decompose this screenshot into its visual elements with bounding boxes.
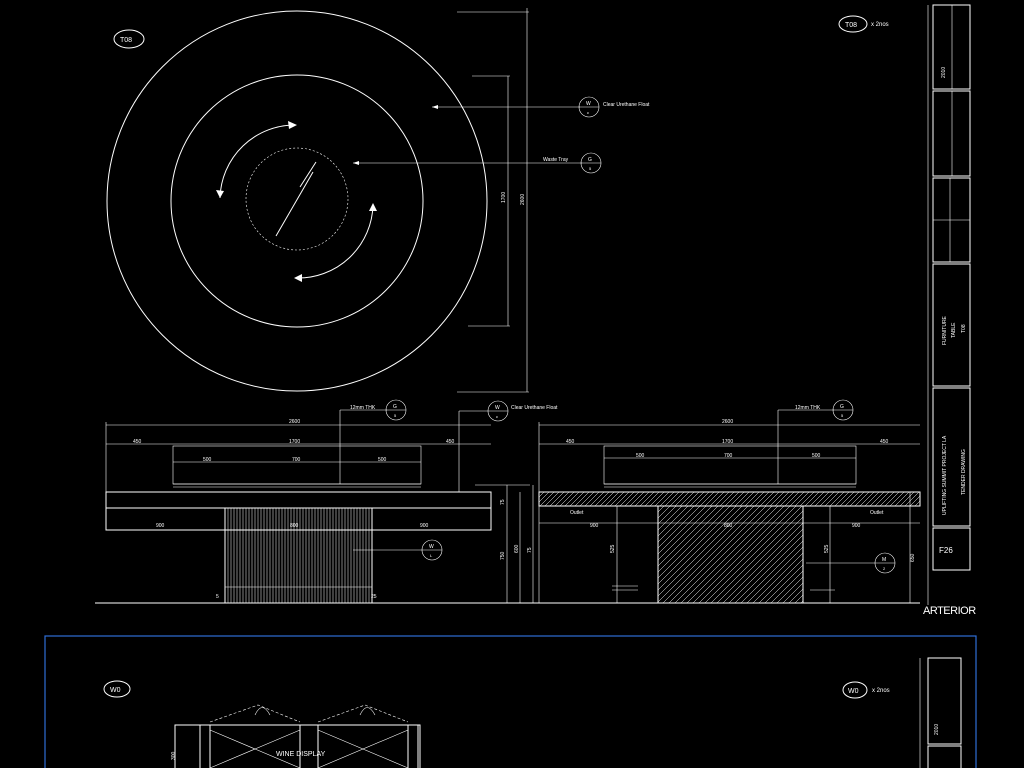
elev2-h2: 525 [824,544,830,553]
title-block: 2010 FURNITURE TABLE T08 UPLIFTING SUMMI… [923,4,977,617]
elev1-clear-label: Clear Urethane Float [511,405,558,411]
elev2-glass-sub: 5 [841,413,844,418]
elev1-h3: 75 [527,547,533,553]
elev2-sub-right: 500 [812,453,821,459]
tb-rev: 2010 [941,67,947,78]
tb-cell-2: T08 [961,324,967,333]
plan-susan-label: Waste Tray [543,157,569,163]
elev2-base-right: 900 [852,523,861,529]
elev1-base-left: 900 [156,523,165,529]
tag-right: T08 [845,22,857,29]
elev1-mid: 1700 [289,439,300,445]
elevation-front: 2600 450 1700 450 500 700 500 900 800 90… [95,399,920,604]
elev2-glass-tag: G [840,404,844,410]
elev1-leg-note: 5 [216,594,219,600]
elev1-clear-sub: c [496,414,498,419]
elev2-base-tag: M [882,557,886,563]
elev1-base-right: 900 [420,523,429,529]
elevation-side: 2600 450 1700 450 500 700 500 Outlet Out… [538,399,921,604]
plan-clear-label: Clear Urethane Float [603,102,650,108]
tb-cell-1: TABLE [951,322,957,338]
elev1-h2: 600 [514,544,520,553]
tb-drawing-type: TENDER DRAWING [961,449,967,495]
tb-logo: ARTERIOR [923,605,976,617]
elev1-clear-tag: W [495,405,500,411]
elev2-right: 450 [880,439,889,445]
plan-clear-tag: W [586,101,591,107]
plan-outer-circle [106,10,488,392]
elev1-glass-label: 12mm THK [350,405,376,411]
cabinet-label: WINE DISPLAY [276,751,326,758]
plan-view: 1700 2600 W c Clear Urethane Float G 5 W… [106,8,650,393]
elev2-glass-label: 12mm THK [795,405,821,411]
plan-dim-inner: 1700 [501,192,507,203]
bottom-qty-text: x 2nos [872,688,890,694]
elev1-glass-sub: 5 [394,413,397,418]
rotation-arrow [219,124,297,199]
elev1-right: 450 [446,439,455,445]
second-sheet: W0 W0 x 2nos 2010 WINE DISPLAY 300 [44,635,977,768]
elev2-sub-left: 500 [636,453,645,459]
elev1-base-sub: L [430,553,433,558]
elev1-base-tag: W [429,544,434,550]
tb-cell-0: FURNITURE [942,315,948,345]
elev1-sub-right: 500 [378,457,387,463]
elev1-h4: 75 [500,499,506,505]
elev2-base-left: 900 [590,523,599,529]
elev1-glass-tag: G [393,404,397,410]
bottom-dim: 300 [171,751,177,760]
elev1-h1: 750 [500,551,506,560]
elev2-left: 450 [566,439,575,445]
elev2-h3: 650 [910,553,916,562]
elev1-sub-left: 500 [203,457,212,463]
plan-inner-circle [170,74,424,328]
tag-right-oval [838,15,868,33]
plan-susan-sub: 5 [589,166,592,171]
elev2-overall: 2600 [722,419,733,425]
elev1-tabletop [105,491,492,509]
plan-dim-outer: 2600 [520,194,526,205]
tb-project: UPLIFTING SUMMIT PROJECT LA [942,435,948,515]
elev2-base-sub: 2 [883,566,886,571]
tag-left: T08 [120,37,132,44]
bottom-rev: 2010 [934,724,940,735]
bottom-tag-left: W0 [110,687,121,694]
elev1-sub-mid: 700 [292,457,301,463]
elev2-hatched-top [538,491,921,507]
elev2-h1: 525 [610,544,616,553]
elev1-base-mid: 800 [290,523,299,529]
plan-susan-tag: G [588,157,592,163]
plan-clear-sub: c [587,110,589,115]
elev2-outlet-left: Outlet [570,510,584,516]
elev1-fluted-base [227,508,370,603]
elev1-leg-note2: 25 [371,594,377,600]
elev1-left: 450 [133,439,142,445]
qty-text: x 2nos [871,22,889,28]
plan-lazy-susan [245,147,349,251]
elev2-sub-mid: 700 [724,453,733,459]
tag-left-oval [113,29,145,49]
elev2-outlet-right: Outlet [870,510,884,516]
elev2-mid: 1700 [722,439,733,445]
elev1-overall: 2600 [289,419,300,425]
bottom-tag-right: W0 [848,688,859,695]
elev2-hatched-base [657,505,804,604]
tb-sheet-no: F26 [939,546,953,555]
